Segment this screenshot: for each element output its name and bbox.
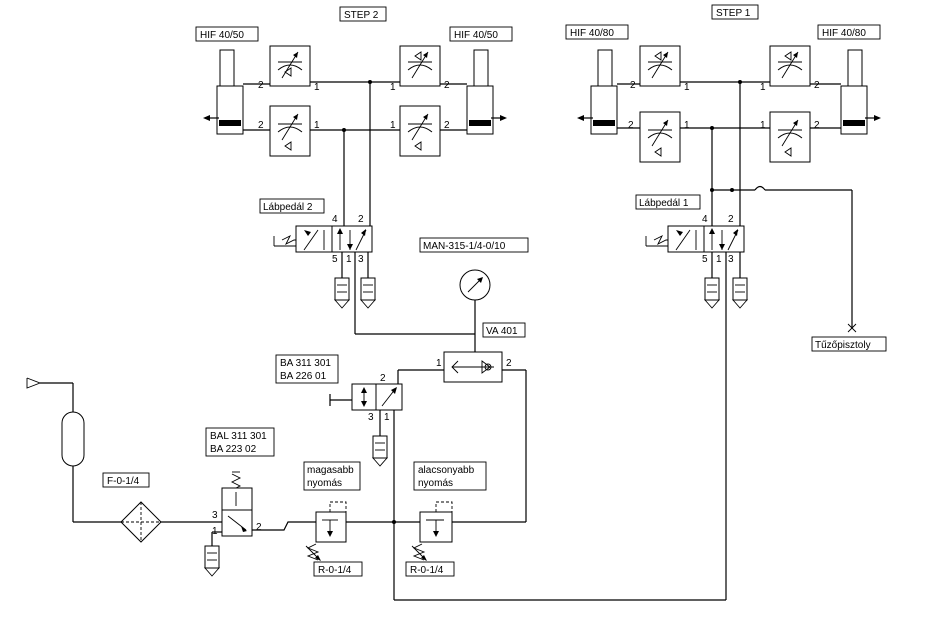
port-label: 1 <box>760 82 766 93</box>
gun-label: Tűzőpisztoly <box>815 340 871 351</box>
flow-valve-bl-step2 <box>269 105 311 157</box>
port-label: 2 <box>814 120 820 131</box>
low-pressure-label-1: alacsonyabb <box>418 465 475 476</box>
port-label: 5 <box>332 254 338 265</box>
silencer-icon <box>704 277 720 309</box>
cylinder-left-step1 <box>577 49 618 135</box>
port-label: 1 <box>716 254 722 265</box>
hif-right-step1-label: HIF 40/80 <box>822 28 866 39</box>
port-label: 2 <box>444 120 450 131</box>
shuttle-valve <box>443 351 503 383</box>
port-label: 1 <box>314 82 320 93</box>
port-label: 3 <box>212 510 218 521</box>
silencer-icon <box>334 277 350 309</box>
silencer-icon <box>732 277 748 309</box>
gauge-group: MAN-315-1/4-0/10 VA 401 <box>419 237 529 352</box>
port-label: 2 <box>814 80 820 91</box>
flow-valve-bl-step1 <box>639 111 681 163</box>
hif-right-step2-label: HIF 40/50 <box>454 30 498 41</box>
silencer-icon <box>372 435 388 467</box>
regulator-low <box>411 501 453 561</box>
flow-valve-tl-step2 <box>269 45 311 87</box>
port-label: 3 <box>368 412 374 423</box>
cylinder-right-step2 <box>466 49 507 135</box>
port-label: 1 <box>436 358 442 369</box>
ba-valve-label-2: BA 226 01 <box>280 371 327 382</box>
port-label: 2 <box>380 373 386 384</box>
port-label: 1 <box>390 82 396 93</box>
port-label: 2 <box>256 522 262 533</box>
port-label: 1 <box>684 120 690 131</box>
ba-3-2-valve <box>329 383 403 411</box>
port-label: 1 <box>314 120 320 131</box>
hif-left-step1-label: HIF 40/80 <box>570 28 614 39</box>
regulator1-label: R-0-1/4 <box>318 565 352 576</box>
flow-valve-br-step1 <box>769 111 811 163</box>
step1-group: STEP 1 HIF 40/80 HIF 40/80 <box>565 4 887 600</box>
port-label: 2 <box>506 358 512 369</box>
bal-3-2-valve <box>221 471 253 537</box>
port-label: 2 <box>628 120 634 131</box>
pedal1-label: Lábpedál 1 <box>639 198 689 209</box>
gauge-label: MAN-315-1/4-0/10 <box>423 241 506 252</box>
flow-valve-tl-step1 <box>639 45 681 87</box>
port-label: 1 <box>384 412 390 423</box>
filter-label: F-0-1/4 <box>107 476 140 487</box>
va401-label: VA 401 <box>486 326 518 337</box>
port-label: 3 <box>358 254 364 265</box>
port-label: 2 <box>258 80 264 91</box>
high-pressure-label-1: magasabb <box>307 465 354 476</box>
cylinder-left-step2 <box>203 49 244 135</box>
bal-valve-label-1: BAL 311 301 <box>210 431 267 442</box>
silencer-icon <box>360 277 376 309</box>
port-label: 4 <box>332 214 338 225</box>
cylinder-right-step1 <box>840 49 881 135</box>
port-label: 2 <box>630 80 636 91</box>
reservoir-icon <box>61 411 85 467</box>
low-pressure-label-2: nyomás <box>418 478 453 489</box>
filter-icon <box>120 501 162 543</box>
port-label: 1 <box>684 82 690 93</box>
step2-group: STEP 2 HIF 40/50 HIF 40/50 <box>195 6 513 335</box>
regulator-high <box>305 501 347 561</box>
port-label: 3 <box>728 254 734 265</box>
regulator2-label: R-0-1/4 <box>410 565 444 576</box>
hif-left-step2-label: HIF 40/50 <box>200 30 244 41</box>
port-label: 2 <box>728 214 734 225</box>
high-pressure-label-2: nyomás <box>307 478 342 489</box>
pedal2-valve <box>273 225 373 253</box>
port-label: 4 <box>702 214 708 225</box>
port-label: 1 <box>346 254 352 265</box>
supply-group: F-0-1/4 BAL 311 301 BA 223 02 3 1 2 <box>26 377 316 577</box>
pedal2-label: Lábpedál 2 <box>263 202 313 213</box>
flow-valve-br-step2 <box>399 105 441 157</box>
port-label: 2 <box>358 214 364 225</box>
port-label: 2 <box>258 120 264 131</box>
bal-valve-label-2: BA 223 02 <box>210 444 257 455</box>
flow-valve-tr-step2 <box>399 45 441 87</box>
port-label: 2 <box>444 80 450 91</box>
port-label: 1 <box>760 120 766 131</box>
port-label: 1 <box>390 120 396 131</box>
silencer-icon <box>204 545 220 577</box>
step2-label: STEP 2 <box>344 10 379 21</box>
pedal1-valve <box>645 225 745 253</box>
ba-valve-label-1: BA 311 301 <box>280 358 331 369</box>
port-label: 5 <box>702 254 708 265</box>
flow-valve-tr-step1 <box>769 45 811 87</box>
step1-label: STEP 1 <box>716 8 751 19</box>
